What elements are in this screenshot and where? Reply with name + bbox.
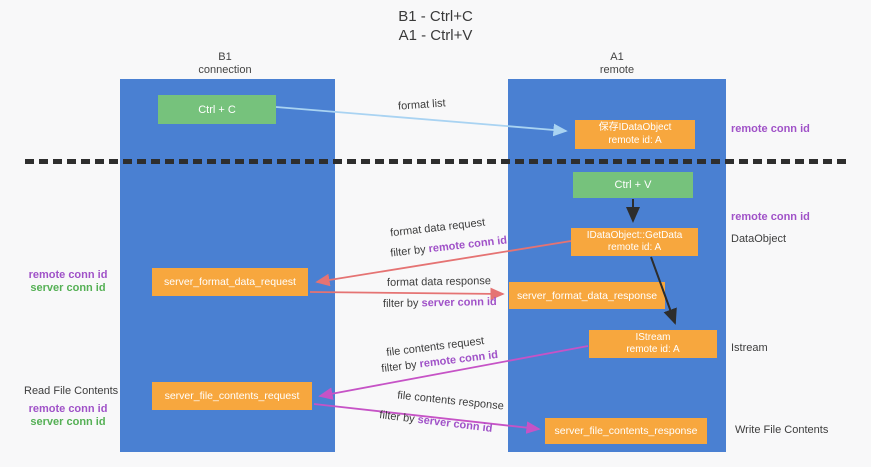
dataobject-annotation: DataObject [731, 233, 787, 245]
lane-b1-subtitle: connection [198, 64, 252, 76]
getdata-line1: IDataObject::GetData [586, 229, 683, 241]
ctrl-c-label: Ctrl + C [198, 103, 236, 116]
server-file-contents-request-label: server_file_contents_request [164, 390, 300, 402]
left-remote-conn-id-label-1: remote conn id [28, 269, 108, 281]
lane-header-b1: B1 connection [160, 51, 290, 77]
save-idataobject-line2: remote id: A [608, 134, 662, 146]
right-remote-conn-id-label-2: remote conn id [731, 211, 810, 223]
istream-annotation: Istream [731, 342, 768, 354]
server-file-contents-request-node: server_file_contents_request [152, 382, 312, 410]
format-data-request-label: format data request [389, 216, 486, 240]
server-format-data-request-node: server_format_data_request [152, 268, 308, 296]
lane-a1-title: A1 [610, 51, 624, 63]
ctrl-v-node: Ctrl + V [573, 172, 693, 198]
lane-b1-title: B1 [218, 51, 232, 63]
filter-prefix-2: filter by [382, 297, 422, 310]
idataobject-getdata-node: IDataObject::GetData remote id: A [571, 228, 698, 256]
title-line-2: A1 - Ctrl+V [398, 27, 473, 44]
left-remote-conn-id-label-2: remote conn id [28, 403, 108, 415]
session-divider-dashed-line [25, 159, 846, 164]
istream-line1: IStream [635, 331, 671, 343]
file-contents-response-label: file contents response [396, 389, 505, 413]
format-list-label: format list [397, 97, 447, 113]
server-file-contents-response-node: server_file_contents_response [545, 418, 707, 444]
filter-by-remote-conn-id-label-1: filter by remote conn id [390, 234, 508, 259]
title-line-1: B1 - Ctrl+C [398, 8, 473, 25]
diagram-title: B1 - Ctrl+C A1 - Ctrl+V [0, 7, 871, 45]
filter-by-server-conn-id-label-1: filter by server conn id [383, 296, 497, 310]
filter-prefix-4: filter by [378, 409, 419, 426]
left-conn-id-stack-bottom: remote conn id server conn id [16, 403, 120, 429]
server-format-data-response-label: server_format_data_response [516, 289, 658, 302]
filter-key-server-2: server conn id [416, 413, 494, 435]
filter-prefix-3: filter by [380, 358, 421, 376]
server-format-data-request-label: server_format_data_request [164, 276, 296, 288]
save-idataobject-line1: 保存IDataObject [598, 122, 672, 133]
lane-header-a1: A1 remote [552, 51, 682, 77]
filter-prefix-1: filter by [389, 243, 430, 260]
save-idataobject-node: 保存IDataObject remote id: A [575, 120, 695, 149]
getdata-line2: remote id: A [607, 242, 662, 253]
right-remote-conn-id-label-1: remote conn id [731, 123, 810, 135]
left-server-conn-id-label-1: server conn id [30, 282, 106, 294]
lane-a1-subtitle: remote [599, 64, 635, 76]
server-format-data-response-node: server_format_data_response [509, 282, 665, 309]
write-file-contents-annotation: Write File Contents [735, 424, 829, 436]
filter-key-server-1: server conn id [421, 296, 497, 310]
filter-key-remote-1: remote conn id [427, 234, 508, 256]
format-data-response-arrow [309, 287, 505, 301]
read-file-contents-annotation: Read File Contents [24, 385, 119, 397]
left-server-conn-id-label-2: server conn id [30, 416, 106, 428]
server-file-contents-response-label: server_file_contents_response [554, 425, 698, 437]
left-conn-id-stack-top: remote conn id server conn id [16, 269, 120, 295]
ctrl-v-label: Ctrl + V [614, 179, 652, 191]
format-data-response-label: format data response [386, 275, 492, 289]
ctrl-c-node: Ctrl + C [158, 95, 276, 124]
istream-line2: remote id: A [626, 344, 680, 355]
istream-node: IStream remote id: A [589, 330, 717, 358]
filter-by-server-conn-id-label-2: filter by server conn id [379, 409, 493, 435]
